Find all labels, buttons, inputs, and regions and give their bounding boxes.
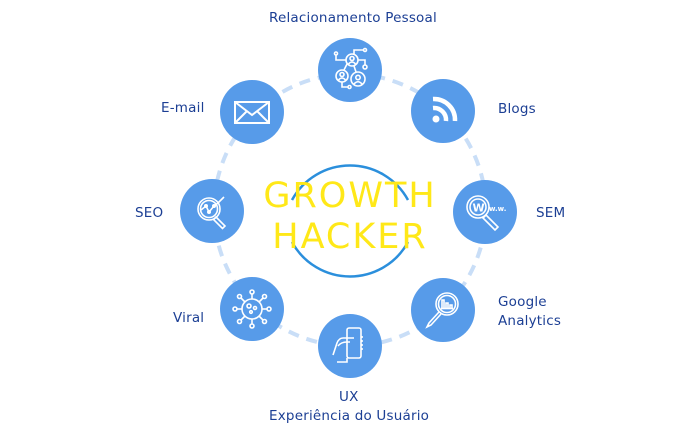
hand-phone-icon	[332, 327, 363, 363]
label-google-analytics-line2: Analytics	[498, 313, 562, 329]
www-search-icon: W w.w.	[466, 195, 506, 232]
node-email	[220, 80, 284, 144]
node-sem: W w.w.	[453, 180, 517, 244]
label-ux-line1: UX	[339, 389, 359, 405]
node-blogs	[411, 79, 475, 143]
seo-search-icon	[197, 196, 227, 230]
center-arc-top	[290, 164, 410, 201]
center-title-line2: HACKER	[272, 217, 428, 257]
center-title-line1: GROWTH	[263, 176, 437, 216]
envelope-icon	[234, 101, 270, 124]
node-seo	[180, 179, 244, 243]
center-arc-bottom	[290, 241, 410, 278]
label-email: E-mail	[161, 100, 205, 116]
rss-icon	[432, 96, 458, 123]
label-seo: SEO	[135, 205, 164, 221]
label-ux-line2: Experiência do Usuário	[269, 408, 430, 424]
analytics-search-icon	[425, 292, 459, 329]
svg-text:w.w.: w.w.	[489, 205, 506, 213]
network-people-icon	[333, 47, 368, 90]
node-relacionamento-pessoal	[318, 38, 382, 102]
label-blogs: Blogs	[498, 101, 536, 117]
node-google-analytics	[411, 278, 475, 342]
virus-icon	[232, 289, 272, 329]
node-viral	[220, 277, 284, 341]
svg-text:W: W	[473, 202, 485, 215]
label-relacionamento-pessoal: Relacionamento Pessoal	[269, 10, 437, 26]
node-ux	[318, 314, 382, 378]
label-sem: SEM	[536, 205, 566, 221]
label-viral: Viral	[173, 310, 205, 326]
label-google-analytics-line1: Google	[498, 294, 547, 310]
